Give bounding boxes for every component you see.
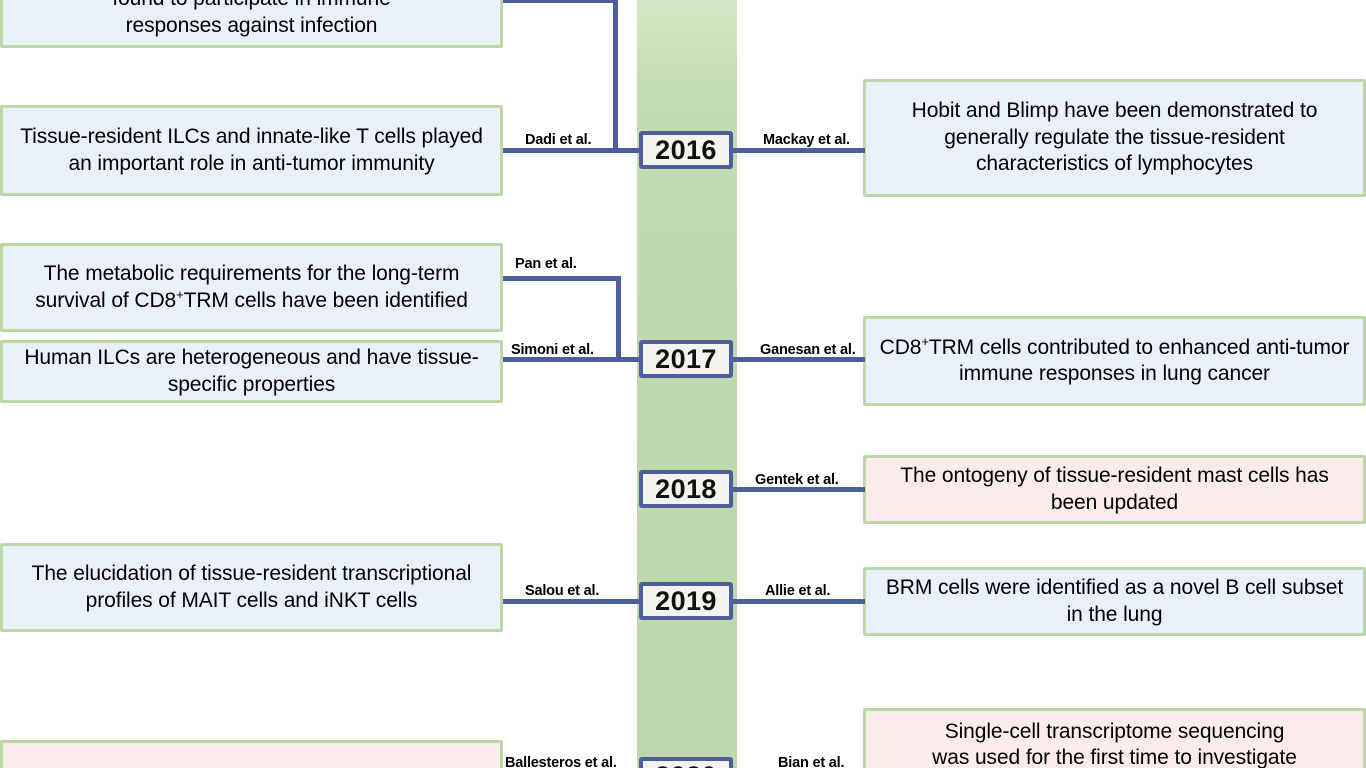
connector-left-2017-b-horizontal xyxy=(503,357,640,362)
year-label: 2016 xyxy=(655,134,717,165)
event-box-left-2017-b: Human ILCs are heterogeneous and have ti… xyxy=(0,340,503,403)
citation-gentek: Gentek et al. xyxy=(755,472,839,488)
year-chip-2016[interactable]: 2016 xyxy=(639,131,733,169)
year-chip-2018[interactable]: 2018 xyxy=(639,470,733,508)
citation-dadi: Dadi et al. xyxy=(525,132,592,148)
year-label: 2017 xyxy=(655,343,717,374)
citation-pan: Pan et al. xyxy=(515,256,577,272)
event-text-line: Single-cell transcriptome sequencing xyxy=(944,720,1285,743)
event-box-right-2016: Hobit and Blimp have been demonstrated t… xyxy=(863,79,1366,197)
citation-salou: Salou et al. xyxy=(525,583,600,599)
event-box-left-2019: The elucidation of tissue-resident trans… xyxy=(0,543,503,632)
event-box-left-2020 xyxy=(0,740,503,768)
citation-allie: Allie et al. xyxy=(765,583,831,599)
citation-ganesan: Ganesan et al. xyxy=(760,342,856,358)
superscript-plus: + xyxy=(176,286,184,302)
event-text: The elucidation of tissue-resident trans… xyxy=(31,562,472,612)
citation-mackay: Mackay et al. xyxy=(763,132,850,148)
event-text: Human ILCs are heterogeneous and have ti… xyxy=(24,346,479,396)
year-label: 2020 xyxy=(655,761,717,768)
connector-left-2017-vertical xyxy=(616,276,621,360)
connector-right-2016-horizontal xyxy=(731,148,865,153)
event-text: Tissue-resident ILCs and innate-like T c… xyxy=(20,125,483,175)
year-chip-2017[interactable]: 2017 xyxy=(639,340,733,378)
year-chip-2019[interactable]: 2019 xyxy=(639,582,733,620)
connector-left-2019-horizontal xyxy=(503,599,640,604)
event-box-left-2016-a: found to participate in immune responses… xyxy=(0,0,503,48)
event-box-right-2018: The ontogeny of tissue-resident mast cel… xyxy=(863,455,1366,524)
connector-right-2017-horizontal xyxy=(731,357,865,362)
year-label: 2019 xyxy=(655,585,717,616)
connector-left-2016-a-horizontal xyxy=(503,0,618,3)
event-box-left-2017-a: The metabolic requirements for the long-… xyxy=(0,243,503,332)
timeline-band xyxy=(637,0,737,768)
event-text: CD8+TRM cells contributed to enhanced an… xyxy=(879,333,1350,385)
event-text-line: was used for the first time to investiga… xyxy=(932,746,1297,768)
connector-left-2016-b-horizontal xyxy=(503,148,640,153)
connector-left-2016-vertical xyxy=(613,0,618,151)
citation-bian: Bian et al. xyxy=(778,755,845,768)
citation-ballesteros: Ballesteros et al. xyxy=(505,755,617,768)
event-text: The ontogeny of tissue-resident mast cel… xyxy=(900,464,1329,514)
event-text: The metabolic requirements for the long-… xyxy=(35,262,468,312)
year-label: 2018 xyxy=(655,473,717,504)
event-box-right-2017: CD8+TRM cells contributed to enhanced an… xyxy=(863,316,1366,406)
event-box-left-2016-b: Tissue-resident ILCs and innate-like T c… xyxy=(0,105,503,196)
connector-right-2019-horizontal xyxy=(731,599,865,604)
event-text-line: found to participate in immune xyxy=(13,0,490,13)
connector-right-2018-horizontal xyxy=(731,487,865,492)
event-box-right-2020: Single-cell transcriptome sequencing was… xyxy=(863,708,1366,768)
event-text-line: responses against infection xyxy=(125,13,378,37)
event-text: Hobit and Blimp have been demonstrated t… xyxy=(911,99,1318,176)
citation-simoni: Simoni et al. xyxy=(511,342,594,358)
year-chip-2020[interactable]: 2020 xyxy=(639,757,733,768)
connector-left-2017-a-horizontal xyxy=(503,276,621,281)
event-box-right-2019: BRM cells were identified as a novel B c… xyxy=(863,567,1366,636)
superscript-plus: + xyxy=(921,333,929,349)
event-text: BRM cells were identified as a novel B c… xyxy=(885,576,1344,626)
